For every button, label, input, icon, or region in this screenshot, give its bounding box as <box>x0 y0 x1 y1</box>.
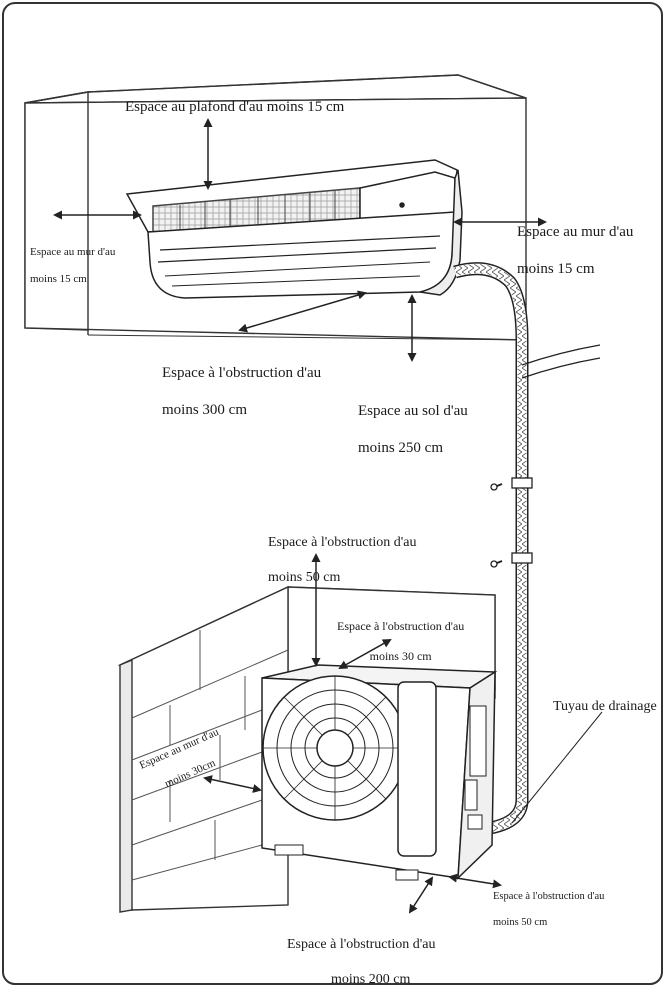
label-floor-250: Espace au sol d'au moins 250 cm <box>358 402 468 457</box>
label-wall-left-indoor: Espace au mur d'au moins 15 cm <box>30 245 116 286</box>
label-obstruction-30: Espace à l'obstruction d'au moins 30 cm <box>337 619 465 663</box>
drain-pipe-pointer <box>511 711 603 824</box>
indoor-unit <box>125 159 463 299</box>
label-obstruction-300: Espace à l'obstruction d'au moins 300 cm <box>162 364 322 419</box>
label-ceiling-clearance: Espace au plafond d'au moins 15 cm <box>125 99 345 115</box>
outdoor-unit <box>261 664 498 881</box>
arrow-obstruction-50-right <box>448 873 502 889</box>
clearance-arrows <box>53 118 603 914</box>
arrow-obstruction-200 <box>408 876 434 914</box>
arrow-obstruction-300 <box>238 290 367 333</box>
label-obstruction-50-right: Espace à l'obstruction d'au moins 50 cm <box>493 891 605 929</box>
arrow-obstruction-30 <box>338 639 392 669</box>
arrow-wall-outdoor <box>203 775 262 793</box>
label-wall-right-indoor: Espace au mur d'au moins 15 cm <box>517 223 634 278</box>
label-drain-pipe: Tuyau de drainage <box>553 699 657 714</box>
label-obstruction-200: Espace à l'obstruction d'au moins 200 cm <box>287 936 436 987</box>
label-obstruction-50-top: Espace à l'obstruction d'au moins 50 cm <box>268 534 417 585</box>
pipe-bundle <box>453 262 601 835</box>
